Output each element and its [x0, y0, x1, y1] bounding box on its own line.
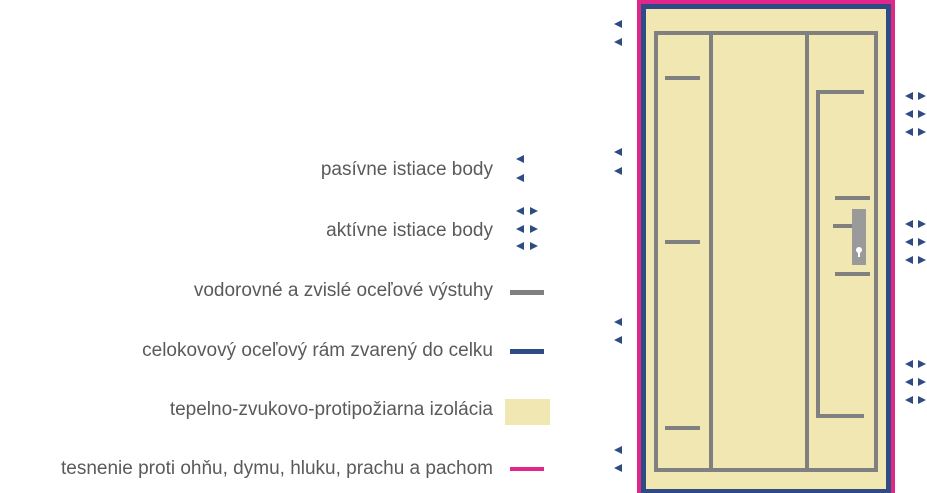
active-marker-icon — [516, 242, 524, 250]
active-marker-icon — [530, 242, 538, 250]
passive-marker-icon — [614, 464, 622, 472]
legend-reinforcement-swatch — [510, 290, 544, 295]
passive-marker-icon — [614, 20, 622, 28]
legend-label-frame: celokovový oceľový rám zvarený do celku — [142, 340, 493, 361]
passive-marker-icon — [614, 167, 622, 175]
door-reinforcement — [654, 31, 878, 472]
legend-label-seal: tesnenie proti ohňu, dymu, hluku, prachu… — [61, 458, 493, 479]
legend-label-passive: pasívne istiace body — [320, 159, 493, 180]
legend-insulation-swatch — [505, 399, 550, 425]
passive-marker-icon — [614, 318, 622, 326]
passive-marker-icon — [516, 174, 524, 182]
legend-seal-swatch — [510, 467, 544, 471]
passive-marker-icon — [614, 446, 622, 454]
legend-label-reinforcement: vodorovné a zvislé oceľové výstuhy — [193, 280, 493, 301]
door-handle-icon — [852, 209, 866, 265]
legend-label-active: aktívne istiace body — [326, 220, 493, 241]
door-passive-markers — [614, 20, 622, 472]
door-active-markers — [905, 92, 926, 404]
passive-marker-icon — [614, 148, 622, 156]
active-marker-icon — [516, 207, 524, 215]
active-marker-icon — [516, 225, 524, 233]
door-insulation — [646, 9, 886, 489]
active-marker-icon — [530, 207, 538, 215]
passive-marker-icon — [516, 155, 524, 163]
legend-active-markers — [516, 207, 538, 250]
legend-label-insulation: tepelno-zvukovo-protipožiarna izolácia — [169, 399, 493, 420]
active-marker-icon — [530, 225, 538, 233]
legend-passive-markers — [516, 155, 524, 182]
passive-marker-icon — [614, 336, 622, 344]
legend-frame-swatch — [510, 349, 544, 354]
passive-marker-icon — [614, 38, 622, 46]
